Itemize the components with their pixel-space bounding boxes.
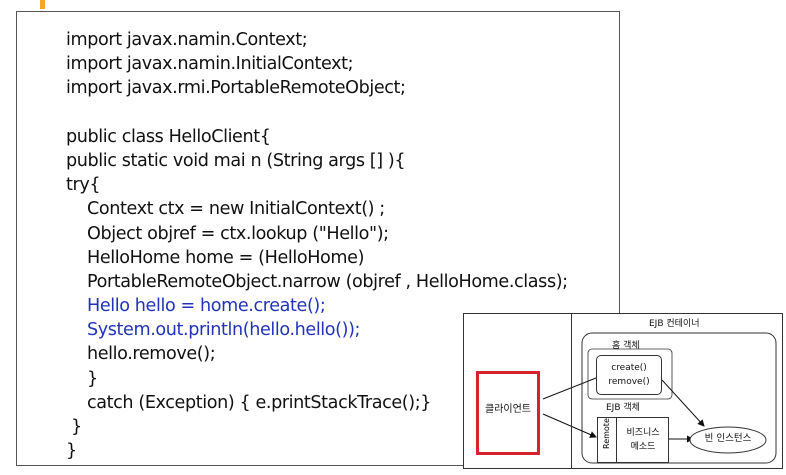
ejb-architecture-diagram: EJB 컨테이너 클라이언트 홈 객체 create() remove() EJ… [463,313,783,469]
code-line: import javax.namin.InitialContext; [66,54,354,75]
home-method-remove: remove() [608,377,650,387]
home-object-title: 홈 객체 [612,341,640,351]
home-object-box [596,355,662,395]
client-to-ejb-arrow [542,413,597,438]
client-label: 클라이언트 [485,404,531,415]
ejb-object-divider [616,417,617,463]
code-line [66,101,568,125]
client-box [476,371,540,455]
code-line: public class HelloClient{ [66,126,271,147]
code-line: hello.remove(); [87,344,216,365]
business-method-label: 메소드 [630,442,656,452]
code-line: } [87,368,98,389]
home-group-outline [587,348,673,400]
remote-label: Remote [602,418,611,449]
bean-instance-ellipse [689,426,767,454]
home-method-create: create() [611,363,647,373]
code-line: import javax.rmi.PortableRemoteObject; [66,78,406,99]
container-outline [581,332,777,464]
code-line-highlight: Hello hello = home.create(); [87,296,326,317]
code-line: Context ctx = new InitialContext() ; [87,199,385,220]
code-line: } [66,441,77,462]
code-listing: import javax.namin.Context; import javax.… [66,28,568,463]
container-title: EJB 컨테이너 [649,319,700,329]
bean-instance-label: 빈 인스턴스 [704,433,752,444]
diagram-connectors [542,332,777,464]
code-line: } [71,417,82,437]
ejb-object-box [597,417,669,463]
ejb-object-title: EJB 객체 [606,403,640,413]
business-method-label: 비즈니스 [626,428,660,438]
home-to-bean-arrow [661,379,705,427]
code-panel: import javax.namin.Context; import javax.… [16,11,620,466]
code-line: try{ [66,175,101,196]
container-divider [571,314,572,468]
code-line: catch (Exception) { e.printStackTrace();… [87,392,432,413]
code-line: PortableRemoteObject.narrow (objref , He… [87,271,568,292]
client-to-home-line [542,377,597,400]
accent-bar [40,0,45,9]
code-line: Object objref = ctx.lookup ("Hello"); [87,223,389,244]
code-line: public static void mai n (String args []… [66,150,406,171]
code-line: HelloHome home = (HelloHome) [87,247,365,268]
code-line: import javax.namin.Context; [66,30,308,50]
code-line-highlight: System.out.println(hello.hello()); [87,320,361,341]
